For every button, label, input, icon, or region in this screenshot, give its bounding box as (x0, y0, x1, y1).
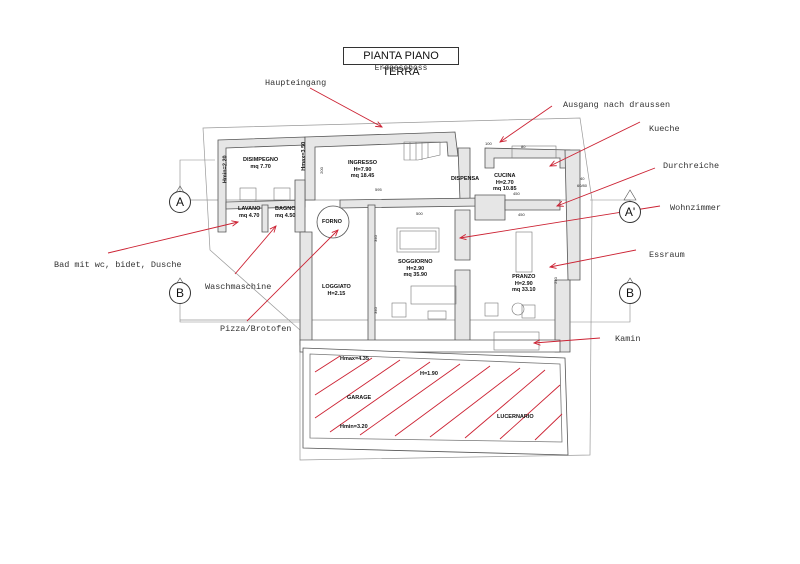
annotation-arrows (107, 87, 661, 343)
arrow-ofen (246, 230, 338, 322)
dimension-label: 210 (552, 277, 558, 284)
room-lavano: LAVANO mq 4.70 (238, 206, 260, 219)
room-area: mq 18.45 (350, 173, 375, 179)
arrow-ausgang (500, 105, 553, 142)
arrow-waschmaschine (234, 226, 276, 275)
dimension-label: 450 (518, 212, 525, 217)
dimension-label: 60/80 (577, 183, 588, 188)
room-name: LUCERNARIO (497, 414, 534, 420)
room-name: LOGGIATO (322, 284, 351, 290)
walls (217, 131, 581, 456)
room-name: PRANZO (512, 274, 536, 280)
room-height: H=2.90 (514, 280, 533, 287)
room-cucina: CUCINA H=2.70 mq 10.85 (493, 173, 517, 193)
height-garage-min: Hmin=3.20 (340, 424, 368, 430)
dimension-label: 340 (372, 235, 378, 242)
annotation-kueche: Kueche (649, 124, 680, 134)
room-name: DISPENSA (451, 176, 480, 182)
annotation-bad: Bad mit wc, bidet, Dusche (54, 260, 182, 270)
furniture (239, 145, 557, 351)
room-dispensa: DISPENSA (451, 176, 479, 183)
arrow-durchreiche (557, 167, 656, 206)
annotation-waschmaschine: Waschmaschine (205, 282, 272, 292)
room-name: CUCINA (494, 173, 516, 179)
section-marker-a-right: A' (619, 201, 641, 223)
room-soggiorno: SOGGIORNO H=2.90 mq 35.90 (398, 259, 433, 279)
room-height: H=7.90 (353, 166, 372, 173)
plan-title: PIANTA PIANO TERRA (343, 47, 459, 78)
room-ingresso: INGRESSO H=7.90 mq 18.45 (348, 160, 377, 180)
room-name: GARAGE (347, 395, 372, 401)
arrow-kamin (534, 337, 601, 343)
room-garage: GARAGE (347, 395, 371, 402)
annotation-haupteingang: Haupteingang (265, 78, 327, 88)
dimension-label: 500 (416, 211, 423, 216)
dimension-label: 40 (580, 176, 585, 181)
annotation-essraum: Essraum (649, 250, 685, 260)
room-bagno: BAGNO mq 4.50 (275, 206, 295, 219)
room-pranzo: PRANZO H=2.90 mq 33.10 (512, 274, 536, 294)
room-area: mq 7.70 (250, 163, 271, 170)
annotation-ofen: Pizza/Brotofen (220, 324, 292, 334)
room-height: H=2.90 (406, 265, 425, 272)
arrow-haupteingang (309, 87, 382, 127)
room-height: H=2.15 (327, 290, 346, 297)
height-disimpegno-min: Hmin=2.20 (222, 155, 229, 184)
room-name: SOGGIORNO (398, 259, 433, 265)
garage-hatch (314, 355, 563, 441)
section-marker-b-left: B (169, 282, 191, 304)
room-area: mq 33.10 (512, 287, 536, 293)
annotation-kamin: Kamin (615, 334, 641, 344)
room-forno: FORNO (322, 219, 342, 226)
room-area: mq 35.90 (403, 272, 428, 278)
section-marker-b-right: B (619, 282, 641, 304)
dimension-label: 340 (372, 307, 378, 314)
room-lucernario: LUCERNARIO (497, 414, 534, 421)
arrow-essraum (550, 249, 637, 267)
room-name: LAVANO (238, 206, 261, 212)
room-area: mq 10.85 (493, 186, 517, 192)
section-marker-a-left: A (169, 191, 191, 213)
room-area: mq 4.50 (275, 212, 296, 219)
dimension-label: 450 (513, 191, 520, 196)
room-name: FORNO (322, 219, 342, 225)
arrow-bad (107, 222, 238, 254)
annotation-wohnzimmer: Wohnzimmer (670, 203, 722, 213)
dimension-label: 595 (375, 187, 382, 192)
room-disimpegno: DISIMPEGNO mq 7.70 (243, 157, 278, 170)
plan-subtitle: Erdgeschoss (374, 64, 428, 73)
room-height: H=2.70 (495, 179, 514, 186)
room-name: BAGNO (275, 206, 296, 212)
height-garage-mid: H=1.90 (420, 371, 438, 377)
dimension-label: 100 (485, 141, 492, 146)
annotation-durchreiche: Durchreiche (663, 161, 720, 171)
room-loggiato: LOGGIATO H=2.15 (322, 284, 351, 297)
room-name: INGRESSO (348, 160, 378, 166)
dimension-label: 80 (521, 144, 526, 149)
dimension-label: 200 (318, 167, 324, 174)
height-disimpegno-max: Hmax=3.50 (301, 141, 308, 171)
annotation-ausgang: Ausgang nach draussen (563, 100, 671, 110)
room-area: mq 4.70 (238, 212, 260, 219)
height-garage-max: Hmax=4.35 (340, 356, 369, 362)
room-name: DISIMPEGNO (243, 157, 279, 163)
stairs (403, 141, 441, 161)
arrow-kueche (550, 121, 641, 166)
